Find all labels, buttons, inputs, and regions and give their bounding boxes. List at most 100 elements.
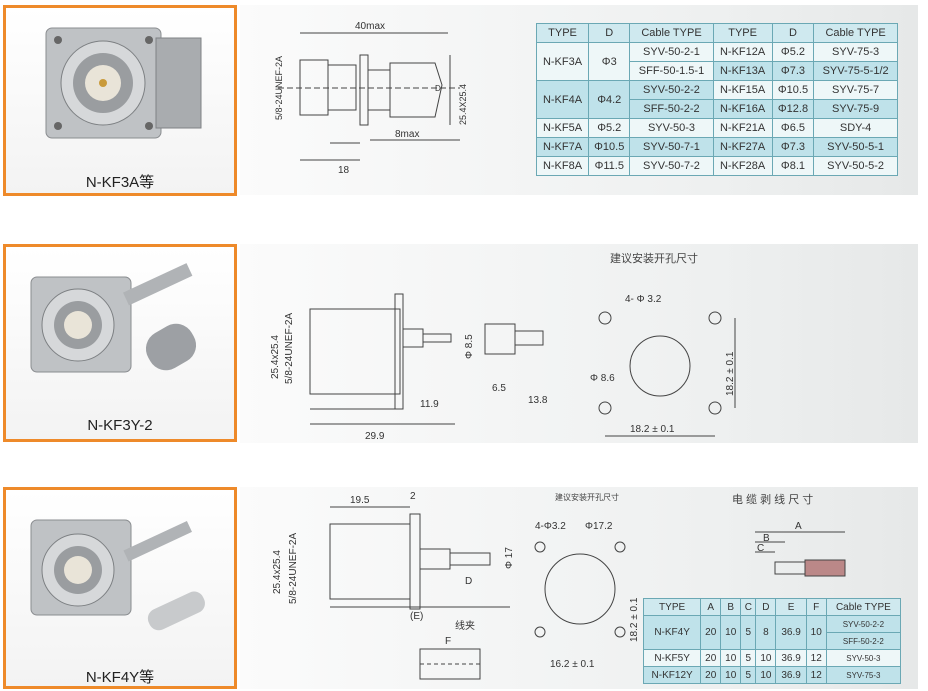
product-image-box: N-KF3Y-2 bbox=[3, 244, 237, 442]
product-row-1: N-KF3A等 40max 5/8-24UNEF-2A 25.4X25.4 D … bbox=[0, 3, 928, 196]
table-cell: SYV-75-9 bbox=[813, 99, 898, 119]
dim-vertical: 18.2 ± 0.1 bbox=[725, 351, 736, 396]
dim-holes: 4-Φ3.2 bbox=[535, 521, 566, 532]
table-cell: 36.9 bbox=[775, 615, 807, 650]
connector-image bbox=[30, 519, 205, 631]
table-cell: 10 bbox=[755, 649, 777, 667]
table-cell: SYV-50-7-1 bbox=[629, 137, 714, 157]
table-cell: 12 bbox=[805, 649, 827, 667]
dim-holes: 4- Φ 3.2 bbox=[625, 294, 662, 305]
table-cell: SYV-50-3 bbox=[629, 118, 714, 138]
dimension-drawing: 40max 5/8-24UNEF-2A 25.4X25.4 D 18 8max bbox=[274, 21, 468, 176]
table-cell: SYV-75-5-1/2 bbox=[813, 61, 898, 81]
dim-thread: 5/8-24UNEF-2A bbox=[284, 313, 295, 384]
table-cell: Φ10.5 bbox=[588, 137, 631, 157]
table-cell: SYV-50-2-2 bbox=[825, 615, 902, 633]
table-cell: N-KF27A bbox=[712, 137, 773, 157]
table-cell: N-KF4Y bbox=[642, 615, 702, 650]
mount-hole-title: 建议安装开孔尺寸 bbox=[610, 253, 698, 265]
product-row-3: N-KF4Y等 建议安装开孔尺寸 电 缆 剥 线 尺 寸 19.5 2 25.4… bbox=[0, 485, 928, 691]
table-cell: Φ7.3 bbox=[771, 61, 815, 81]
table-cell: 36.9 bbox=[775, 649, 807, 667]
table-cell: TYPE bbox=[642, 598, 702, 616]
table-cell: SDY-4 bbox=[813, 118, 898, 138]
table-cell: 20 bbox=[700, 615, 722, 650]
table-cell: C bbox=[740, 598, 757, 616]
table-cell: N-KF8A bbox=[535, 156, 590, 176]
dim-d: D bbox=[435, 84, 441, 93]
dimension-drawing: 25.4x25.4 5/8-24UNEF-2A Φ 8.5 11.9 29.9 … bbox=[270, 293, 548, 439]
dim-13-8: 13.8 bbox=[528, 395, 548, 406]
strip-drawing: A B C bbox=[755, 521, 846, 577]
dim-flange: 25.4x25.4 bbox=[272, 550, 283, 594]
table-cell: Cable TYPE bbox=[813, 23, 898, 43]
table-cell: SYV-75-3 bbox=[825, 666, 902, 684]
table-cell: Φ10.5 bbox=[771, 80, 815, 100]
dim-b: B bbox=[763, 533, 770, 544]
dim-center: Φ 8.6 bbox=[590, 373, 615, 384]
table-cell: Φ5.2 bbox=[588, 118, 631, 138]
connector-image bbox=[45, 27, 202, 139]
dim-f: F bbox=[445, 636, 451, 647]
dim-horizontal: 18.2 ± 0.1 bbox=[630, 424, 675, 435]
dim-c: C bbox=[757, 543, 764, 554]
mount-hole-drawing: 4-Φ3.2 Φ17.2 18.2 ± 0.1 16.2 ± 0.1 bbox=[534, 521, 640, 670]
dim-6-5: 6.5 bbox=[492, 383, 506, 394]
table-cell: SYV-75-3 bbox=[813, 42, 898, 62]
table-cell: SYV-50-7-2 bbox=[629, 156, 714, 176]
table-cell: Φ7.3 bbox=[771, 137, 815, 157]
cable-clamp-label: 线夹 bbox=[455, 619, 475, 632]
mount-hole-drawing: 4- Φ 3.2 Φ 8.6 18.2 ± 0.1 18.2 ± 0.1 bbox=[590, 294, 736, 437]
table-cell: N-KF3A bbox=[535, 42, 590, 81]
table-cell: SYV-75-7 bbox=[813, 80, 898, 100]
table-cell: Cable TYPE bbox=[629, 23, 714, 43]
dim-18: 18 bbox=[338, 165, 350, 176]
table-cell: Φ5.2 bbox=[771, 42, 815, 62]
dim-8max: 8max bbox=[395, 129, 419, 140]
mount-hole-title: 建议安装开孔尺寸 bbox=[555, 493, 619, 502]
dimension-drawing: 19.5 2 25.4x25.4 5/8-24UNEF-2A Φ 17 D (E… bbox=[272, 491, 515, 680]
dim-thread: 5/8-24UNEF-2A bbox=[274, 56, 284, 120]
table-cell: Cable TYPE bbox=[825, 598, 902, 616]
table-cell: D bbox=[588, 23, 631, 43]
table-cell: N-KF15A bbox=[712, 80, 773, 100]
table-cell: SYV-50-5-1 bbox=[813, 137, 898, 157]
table-cell: 36.9 bbox=[775, 666, 807, 684]
table-cell: 10 bbox=[720, 666, 742, 684]
table-cell: 8 bbox=[755, 615, 777, 650]
table-cell: N-KF5A bbox=[535, 118, 590, 138]
table-cell: 5 bbox=[740, 615, 757, 650]
product-caption: N-KF3A等 bbox=[85, 174, 155, 191]
table-cell: N-KF5Y bbox=[642, 649, 702, 667]
dim-e: (E) bbox=[410, 611, 423, 622]
table-cell: SFF-50-2-2 bbox=[629, 99, 714, 119]
table-cell: SYV-50-2-2 bbox=[629, 80, 714, 100]
table-cell: Φ4.2 bbox=[588, 80, 631, 119]
product-image-box: N-KF3A等 bbox=[3, 5, 237, 196]
table-cell: F bbox=[805, 598, 827, 616]
dim-d17: Φ 17 bbox=[504, 547, 515, 569]
table-cell: N-KF21A bbox=[712, 118, 773, 138]
spec-panel: 建议安装开孔尺寸 25.4x25.4 5/8-24UNEF-2A Φ 8.5 1… bbox=[240, 244, 918, 443]
table-cell: 10 bbox=[720, 649, 742, 667]
product-row-2: N-KF3Y-2 建议安装开孔尺寸 25.4x25.4 5/8-24UNEF-2… bbox=[0, 242, 928, 444]
table-cell: 10 bbox=[755, 666, 777, 684]
dim-2: 2 bbox=[410, 491, 416, 502]
dim-d172: Φ17.2 bbox=[585, 521, 613, 532]
table-cell: N-KF28A bbox=[712, 156, 773, 176]
dim-a: A bbox=[795, 521, 802, 532]
spec-panel: 建议安装开孔尺寸 电 缆 剥 线 尺 寸 19.5 2 25.4x25.4 5/… bbox=[240, 487, 918, 689]
spec-panel: 40max 5/8-24UNEF-2A 25.4X25.4 D 18 8max … bbox=[240, 5, 918, 195]
table-cell: E bbox=[775, 598, 807, 616]
strip-title: 电 缆 剥 线 尺 寸 bbox=[732, 494, 814, 506]
dim-vertical: 18.2 ± 0.1 bbox=[629, 597, 640, 642]
dim-flange: 25.4x25.4 bbox=[270, 335, 281, 379]
dim-d: D bbox=[465, 576, 472, 587]
table-cell: SYV-50-2-1 bbox=[629, 42, 714, 62]
table-cell: N-KF12Y bbox=[642, 666, 702, 684]
table-cell: A bbox=[700, 598, 722, 616]
table-cell: SFF-50-1.5-1 bbox=[629, 61, 714, 81]
dim-horizontal: 16.2 ± 0.1 bbox=[550, 659, 595, 670]
